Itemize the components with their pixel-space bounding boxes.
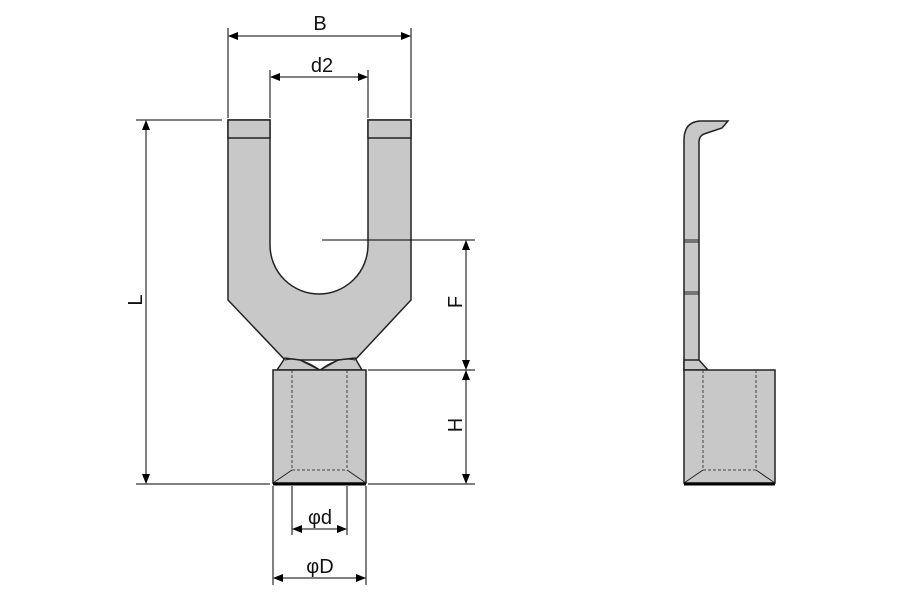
dimension-b-label: B	[313, 13, 326, 35]
fork-body	[227, 119, 412, 361]
side-blade	[683, 120, 730, 371]
left-tine-tip	[227, 119, 271, 139]
dimension-d-label: φd	[308, 507, 332, 529]
right-tine-tip	[367, 119, 412, 139]
dimension-f-label: F	[445, 296, 467, 308]
front-view	[227, 119, 412, 486]
dimension-dd-label: φD	[306, 556, 333, 578]
side-view	[683, 120, 776, 486]
dimension-l-label: L	[125, 294, 147, 305]
side-barrel	[683, 369, 776, 484]
crimp-transition	[275, 357, 364, 371]
dimension-d2-label: d2	[311, 55, 333, 77]
dimension-h-label: H	[445, 418, 467, 432]
barrel	[272, 369, 367, 484]
dimensions: B d2 L F H φd φD	[125, 13, 475, 585]
